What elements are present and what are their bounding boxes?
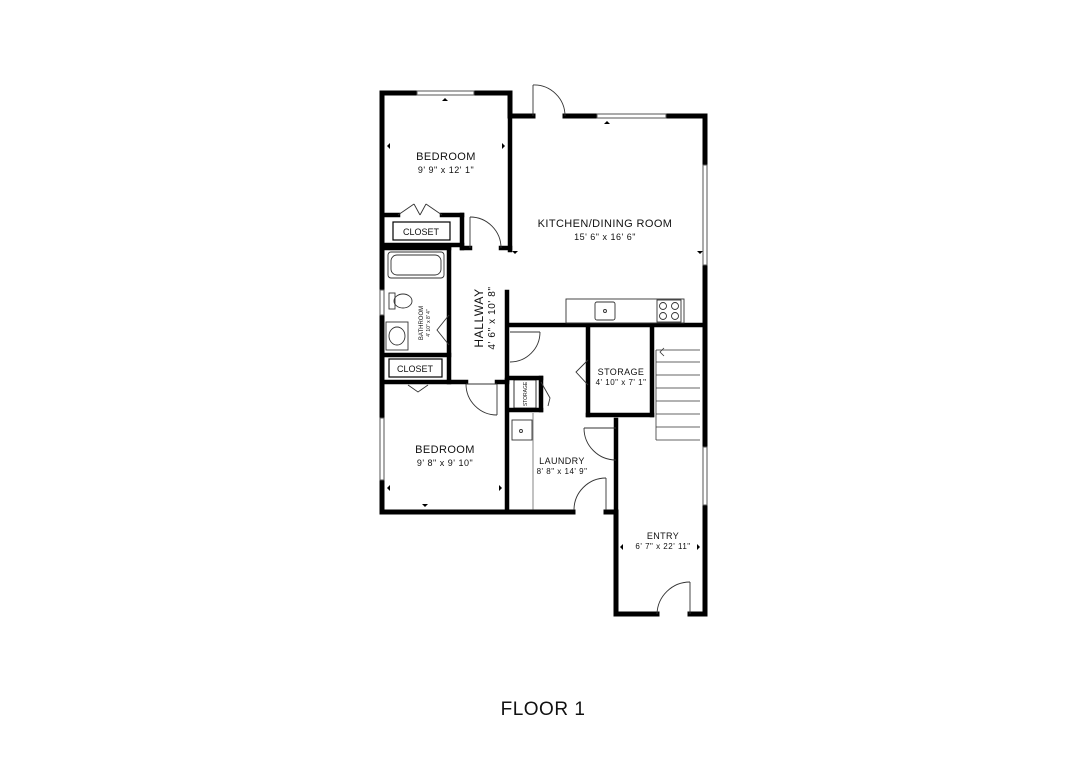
label-boxes: [388, 221, 537, 409]
toilet-icon: [388, 292, 413, 310]
sink-icon: [385, 321, 409, 351]
bedroom-bottom-dims: 9' 8" x 9' 10": [417, 458, 473, 468]
room-labels: BEDROOM 9' 9" x 12' 1" KITCHEN/DINING RO…: [397, 151, 690, 551]
bathtub-icon: [387, 251, 445, 279]
doors: [397, 84, 691, 615]
entry-name: ENTRY: [647, 531, 679, 541]
closet-top-name: CLOSET: [403, 227, 440, 237]
hallway-name: HALLWAY: [472, 288, 486, 347]
floor-title: FLOOR 1: [500, 699, 586, 720]
closet-mid-name: CLOSET: [397, 364, 434, 374]
bedroom-bottom-name: BEDROOM: [415, 444, 475, 456]
entry-dims: 6' 7" x 22' 11": [635, 542, 690, 551]
bathroom-name: BATHROOM: [419, 306, 425, 340]
storage-name: STORAGE: [598, 367, 645, 377]
bedroom-top-dims: 9' 9" x 12' 1": [418, 165, 474, 175]
kitchen-dining-dims: 15' 6" x 16' 6": [574, 232, 636, 242]
storage-dims: 4' 10" x 7' 1": [596, 378, 647, 387]
dimension-markers: [387, 98, 703, 550]
storage-small-name: STORAGE: [523, 381, 529, 406]
walls: [379, 90, 708, 617]
hallway-dims: 4' 6" x 10' 8": [487, 286, 498, 349]
laundry-sink-icon: [511, 419, 533, 441]
kitchen-counter: [565, 298, 685, 324]
laundry-name: LAUNDRY: [539, 456, 585, 466]
bathroom-dims: 4' 10" x 8' 4": [426, 309, 432, 337]
windows: [379, 90, 708, 506]
fixtures: [385, 251, 700, 510]
kitchen-dining-name: KITCHEN/DINING ROOM: [538, 218, 673, 230]
stove-icon: [656, 299, 682, 323]
floor-plan: BEDROOM 9' 9" x 12' 1" KITCHEN/DINING RO…: [379, 84, 708, 617]
kitchen-sink-icon: [594, 301, 616, 321]
laundry-dims: 8' 8" x 14' 9": [537, 467, 588, 476]
bedroom-top-name: BEDROOM: [416, 151, 476, 163]
stairs: [655, 347, 700, 441]
